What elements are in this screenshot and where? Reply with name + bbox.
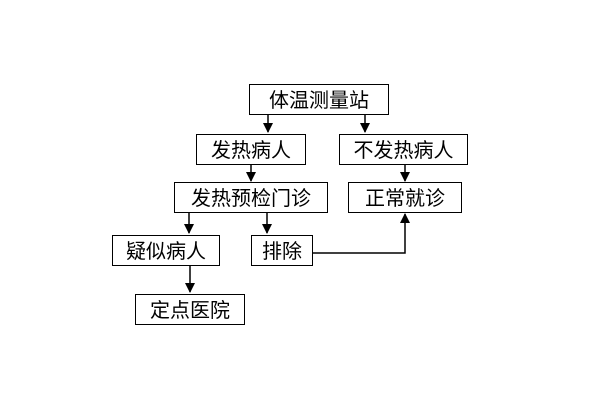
- node-designated-hospital-label: 定点医院: [150, 297, 230, 322]
- node-excluded-label: 排除: [262, 238, 302, 263]
- node-no-fever-patient: 不发热病人: [339, 134, 468, 165]
- arrow-exclude-to-normal: [313, 213, 410, 254]
- node-temperature-station-label: 体温测量站: [269, 87, 369, 112]
- node-suspected-patient: 疑似病人: [112, 235, 220, 266]
- node-normal-visit: 正常就诊: [348, 182, 462, 213]
- node-designated-hospital: 定点医院: [135, 294, 245, 325]
- node-fever-precheck-clinic: 发热预检门诊: [174, 182, 328, 213]
- node-temperature-station: 体温测量站: [249, 84, 389, 115]
- node-fever-precheck-clinic-label: 发热预检门诊: [191, 185, 311, 210]
- node-excluded: 排除: [251, 235, 313, 266]
- node-fever-patient: 发热病人: [196, 134, 306, 165]
- node-normal-visit-label: 正常就诊: [365, 185, 445, 210]
- node-no-fever-patient-label: 不发热病人: [353, 137, 454, 162]
- node-fever-patient-label: 发热病人: [211, 137, 291, 162]
- node-suspected-patient-label: 疑似病人: [126, 238, 206, 263]
